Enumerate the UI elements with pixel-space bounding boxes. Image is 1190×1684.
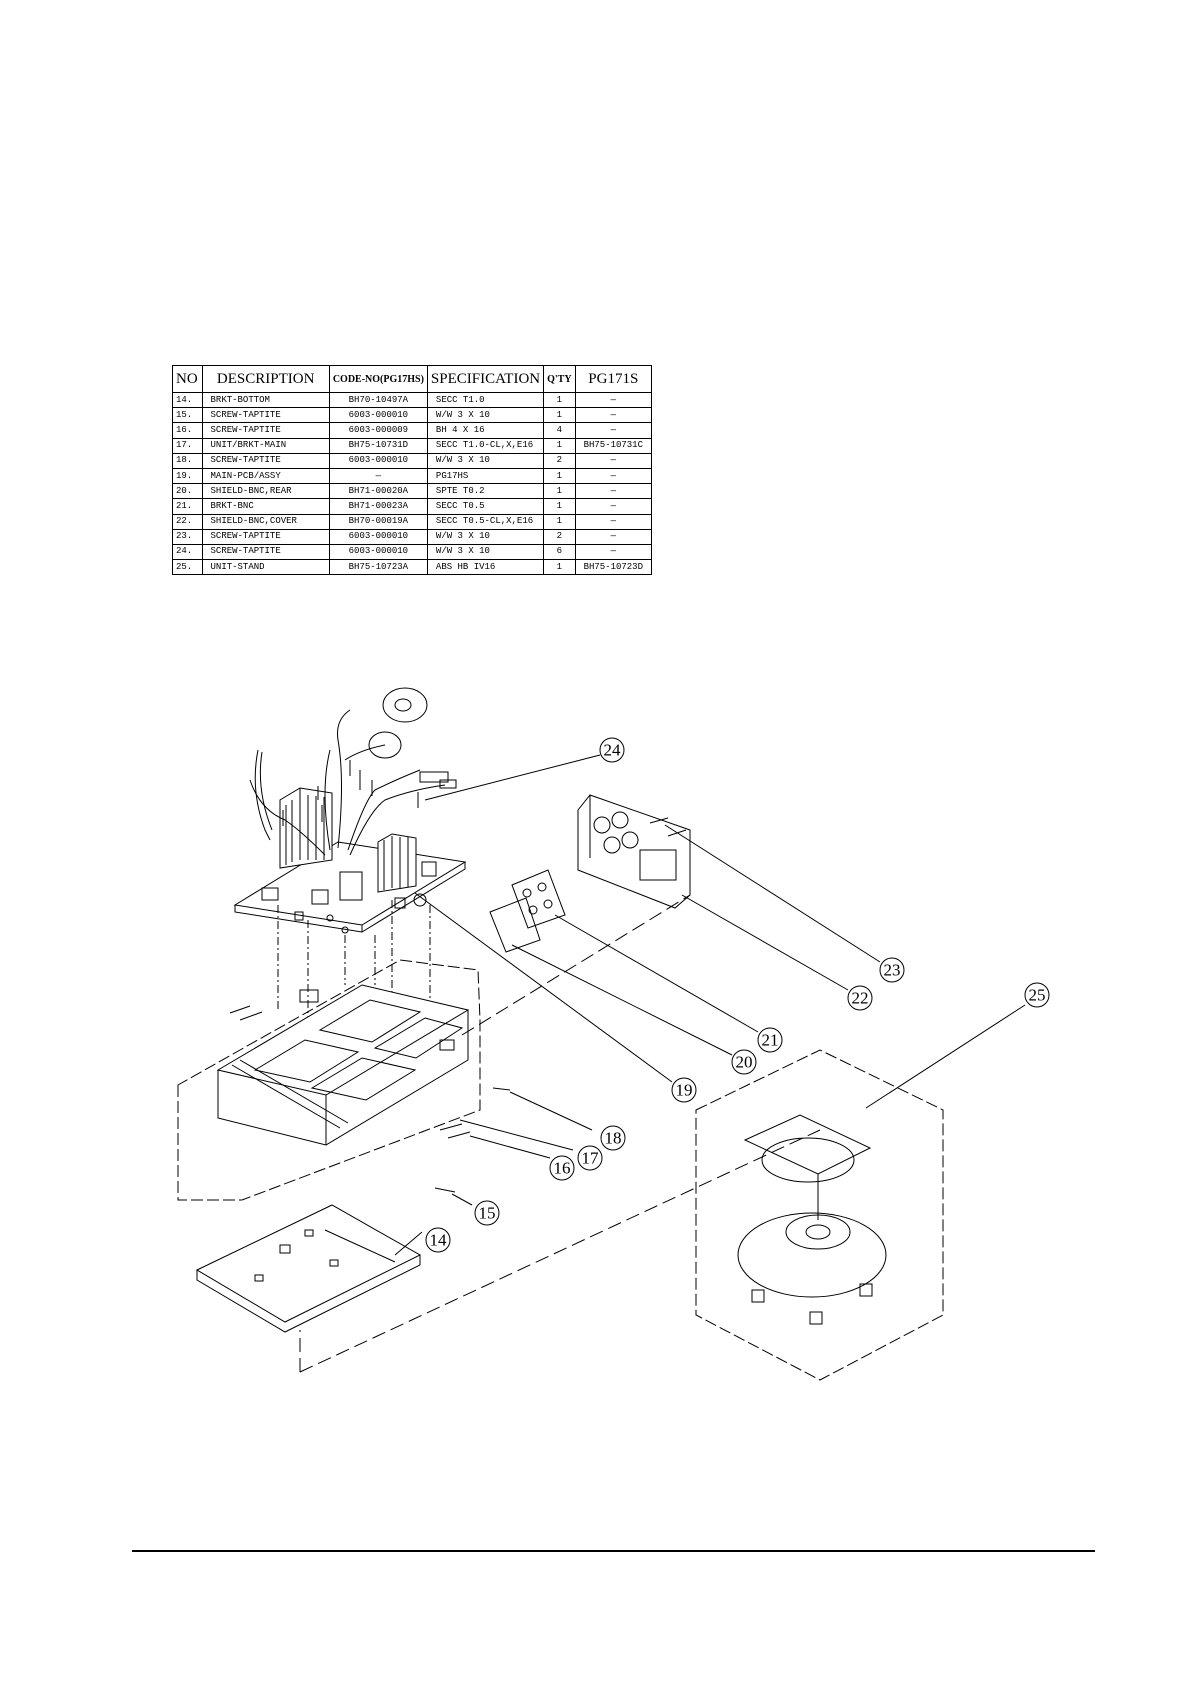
callout-22: 22 (847, 985, 873, 1011)
callout-number: 24 (604, 741, 622, 760)
callout-number: 20 (736, 1053, 753, 1072)
leader-lines (394, 754, 1026, 1256)
parts-table: NO DESCRIPTION CODE-NO(PG17HS) SPECIFICA… (172, 365, 653, 576)
table-header-row: NO DESCRIPTION CODE-NO(PG17HS) SPECIFICA… (172, 365, 653, 393)
screw-23-a (649, 817, 669, 824)
callout-number: 22 (852, 989, 869, 1008)
callout-number: 15 (479, 1204, 496, 1223)
screw-18 (492, 1087, 511, 1091)
footer-rule (132, 1550, 1095, 1552)
callout-number: 17 (582, 1149, 600, 1168)
table-cell-pg171s: BH75-10723D (574, 559, 653, 576)
callout-24: 24 (599, 737, 625, 763)
callout-18: 18 (600, 1125, 626, 1151)
bracket-main-outline (177, 959, 481, 1201)
header-description: DESCRIPTION (201, 365, 330, 393)
screws-24 (282, 760, 419, 826)
callout-number: 21 (762, 1031, 779, 1050)
callout-16: 16 (549, 1155, 575, 1181)
table-cell-qty: 1 (543, 407, 576, 424)
callout-23: 23 (879, 957, 905, 983)
header-no: NO (172, 365, 203, 393)
header-pg171s: PG171S (574, 365, 653, 393)
bnc-shield-rear (489, 897, 541, 953)
bracket-bottom (195, 1204, 422, 1333)
table-cell-qty: 1 (543, 513, 576, 530)
stand-unit-outline (695, 1049, 944, 1381)
bracket-main (216, 984, 470, 1146)
callout-number: 18 (605, 1129, 622, 1148)
bnc-shield-cover (577, 794, 691, 909)
bnc-bracket (511, 869, 566, 929)
callout-number: 16 (554, 1159, 571, 1178)
table-cell-qty: 1 (543, 467, 576, 485)
callout-17: 17 (577, 1145, 603, 1171)
alignment-lines (277, 900, 431, 1020)
main-pcb-assembly (233, 687, 467, 934)
table-cell-spec: ABS HB IV16 (426, 559, 545, 576)
callout-number: 25 (1029, 986, 1046, 1005)
callout-number: 19 (676, 1081, 693, 1100)
callout-14: 14 (425, 1227, 451, 1253)
header-qty: Q'TY (543, 365, 576, 393)
callout-20: 20 (731, 1049, 757, 1075)
screws-16 (229, 1005, 471, 1139)
screw-15 (434, 1187, 456, 1193)
callout-number: 14 (430, 1231, 448, 1250)
callout-19: 19 (671, 1077, 697, 1103)
table-cell-description: UNIT-STAND (201, 559, 330, 576)
connection-lines (299, 894, 821, 1373)
callout-15: 15 (474, 1200, 500, 1226)
stand-unit (737, 1114, 887, 1325)
callout-number: 23 (884, 961, 901, 980)
callout-25: 25 (1024, 982, 1050, 1008)
callout-21: 21 (757, 1027, 783, 1053)
table-cell-qty: 1 (543, 559, 576, 576)
